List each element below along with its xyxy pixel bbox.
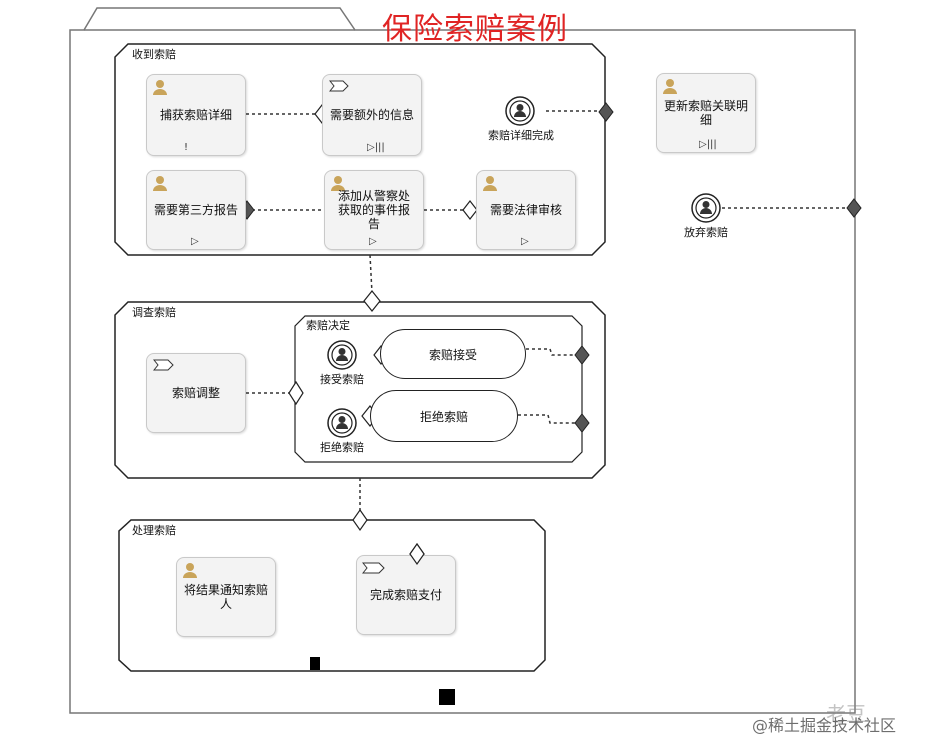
stage-icon: [329, 80, 349, 92]
gateway-adjust: [288, 380, 304, 406]
user-icon: [483, 176, 497, 191]
gateway-accept-exit[interactable]: [574, 345, 590, 365]
watermark: @稀土掘金技术社区: [752, 716, 897, 735]
event-reject-label: 拒绝索赔: [320, 441, 364, 454]
stage-icon: [362, 562, 385, 574]
watermark-logo-text: 老豆: [826, 702, 866, 726]
subprocess-reject-claim[interactable]: 拒绝索赔: [370, 390, 518, 442]
gateway-abandon[interactable]: [846, 198, 862, 218]
task-police-report[interactable]: 添加从警察处获取的事件报告 ▷: [324, 170, 424, 250]
lane-decision-label: 索赔决定: [306, 319, 350, 332]
connectors: [246, 110, 848, 512]
task-adjust-claim[interactable]: 索赔调整: [146, 353, 246, 433]
task-need-more-info[interactable]: 需要额外的信息 ▷|||: [322, 74, 422, 156]
gateway-details-complete[interactable]: [598, 102, 614, 122]
user-icon: [153, 80, 167, 95]
task-label: 添加从警察处获取的事件报告: [337, 189, 410, 231]
event-abandon-icon: [691, 193, 721, 223]
play-icon: ▷: [191, 236, 199, 247]
task-legal-review[interactable]: 需要法律审核 ▷: [476, 170, 576, 250]
event-details-complete-label: 索赔详细完成: [488, 129, 554, 142]
event-abandon-label: 放弃索赔: [684, 226, 728, 239]
play-parallel-icon: ▷|||: [699, 139, 717, 150]
stage-process-marker: [310, 657, 320, 670]
task-label: 需要法律审核: [489, 203, 562, 217]
user-icon: [153, 176, 167, 191]
play-icon: ▷: [369, 236, 377, 247]
events: [327, 96, 721, 438]
task-label: 将结果通知索赔人: [183, 583, 268, 611]
task-label: 需要第三方报告: [153, 203, 238, 217]
task-label: 完成索赔支付: [369, 588, 442, 602]
exclamation-icon: !: [184, 142, 189, 153]
lane-investigate-label: 调查索赔: [132, 306, 176, 319]
event-accept-label: 接受索赔: [320, 373, 364, 386]
task-label: 需要额外的信息: [329, 108, 414, 122]
lane-process-label: 处理索赔: [132, 524, 176, 537]
user-icon: [331, 176, 345, 191]
lane-receive-label: 收到索赔: [132, 48, 176, 61]
gateway-investigate: [363, 290, 381, 312]
play-parallel-icon: ▷|||: [367, 142, 385, 153]
gateway-process: [352, 508, 368, 532]
task-label: 索赔调整: [171, 386, 220, 400]
diagram-title: 保险索赔案例: [382, 12, 568, 47]
case-marker: [439, 689, 455, 705]
gateway-legal: [462, 200, 478, 220]
play-icon: ▷: [521, 236, 529, 247]
task-capture-details[interactable]: 捕获索赔详细 !: [146, 74, 246, 156]
task-notify-claimant[interactable]: 将结果通知索赔人: [176, 557, 276, 637]
stage-icon: [153, 359, 174, 371]
gateway-payment-overlay: [409, 543, 425, 566]
user-icon: [183, 563, 197, 578]
event-details-complete-icon: [505, 96, 535, 126]
user-icon: [663, 79, 677, 94]
task-label: 更新索赔关联明细: [663, 99, 748, 127]
task-complete-payment[interactable]: 完成索赔支付: [356, 555, 456, 635]
event-accept-icon: [327, 340, 357, 370]
task-update-details[interactable]: 更新索赔关联明细 ▷|||: [656, 73, 756, 153]
task-label: 捕获索赔详细: [159, 108, 232, 122]
gateway-reject-exit[interactable]: [574, 413, 590, 433]
task-third-party-report[interactable]: 需要第三方报告 ▷: [146, 170, 246, 250]
event-reject-icon: [327, 408, 357, 438]
subprocess-accept-claim[interactable]: 索赔接受: [380, 329, 526, 379]
